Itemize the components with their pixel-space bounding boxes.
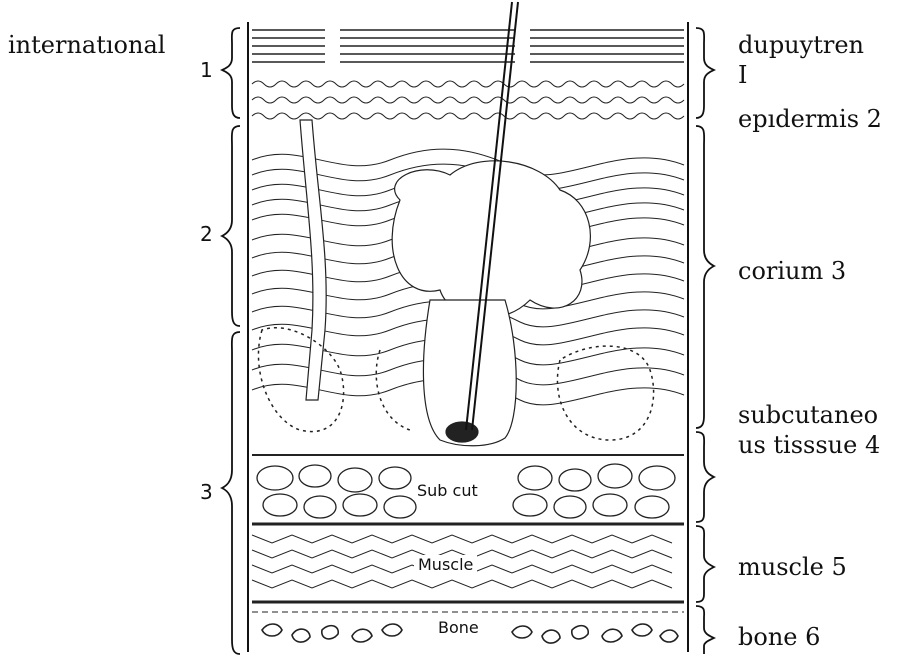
right-label-corium: corium 3 xyxy=(738,256,846,286)
hair-follicle xyxy=(423,300,516,446)
right-label-muscle: muscle 5 xyxy=(738,552,847,582)
right-brace-5 xyxy=(696,606,714,654)
left-label-layer-2: 2 xyxy=(200,222,213,247)
right-label-epidermis: epıdermis 2 xyxy=(738,104,882,134)
diagram-title-left: internatıonal xyxy=(8,30,165,60)
epidermis-cells-layer xyxy=(252,81,684,119)
inner-label-subcut: Sub cut xyxy=(413,481,482,500)
sebaceous-gland xyxy=(392,161,590,318)
inner-label-bone: Bone xyxy=(434,618,483,637)
left-brace-3 xyxy=(222,332,240,654)
right-braces xyxy=(696,28,714,654)
stratum-corneum-layer xyxy=(252,30,684,62)
right-brace-2 xyxy=(696,126,714,428)
right-label-dupuytren: dupuytren I xyxy=(738,30,864,90)
right-brace-4 xyxy=(696,526,714,602)
right-label-subcutaneous: subcutaneo us tisssue 4 xyxy=(738,400,880,460)
sweat-duct xyxy=(300,120,326,400)
left-brace-2 xyxy=(222,126,240,326)
right-brace-3 xyxy=(696,432,714,522)
left-label-layer-3: 3 xyxy=(200,480,213,505)
right-brace-1 xyxy=(696,28,714,118)
left-braces xyxy=(222,28,240,654)
left-brace-1 xyxy=(222,28,240,118)
right-label-bone: bone 6 xyxy=(738,622,820,652)
inner-label-muscle: Muscle xyxy=(414,555,477,574)
left-label-layer-1: 1 xyxy=(200,58,213,83)
